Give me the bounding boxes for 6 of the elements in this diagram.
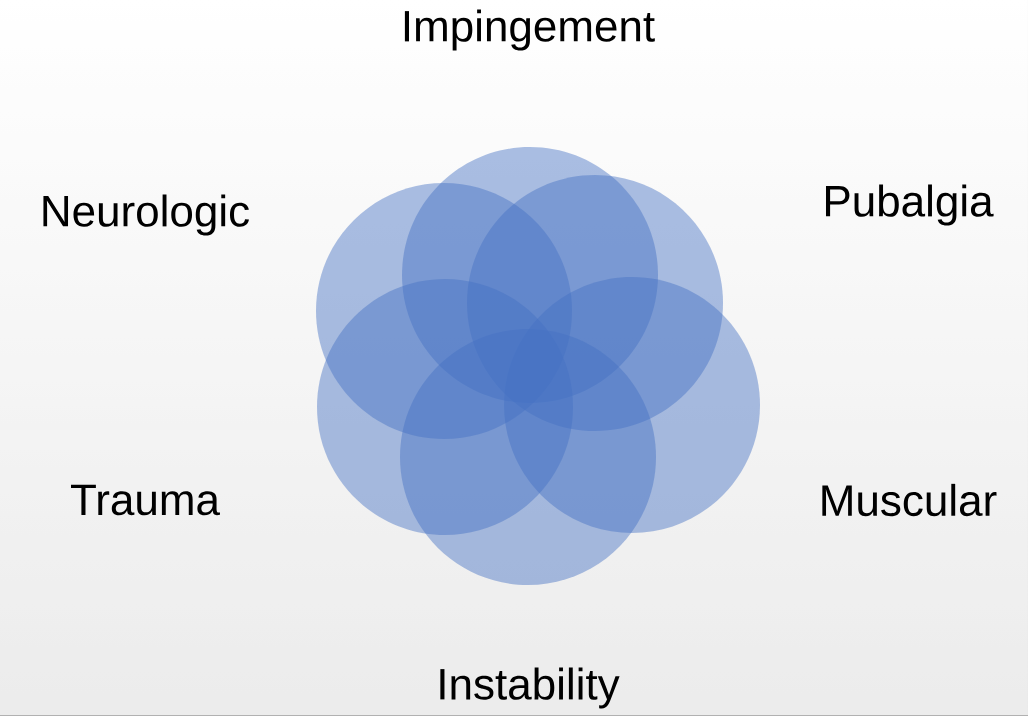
circle-label: Neurologic <box>43 194 249 236</box>
circle-label: Impingement <box>404 9 655 51</box>
circle-label: Muscular <box>822 483 997 517</box>
circle-label: Trauma <box>71 484 220 516</box>
circle-label: Instability <box>440 667 620 709</box>
circle-label: Pubalgia <box>826 184 994 226</box>
